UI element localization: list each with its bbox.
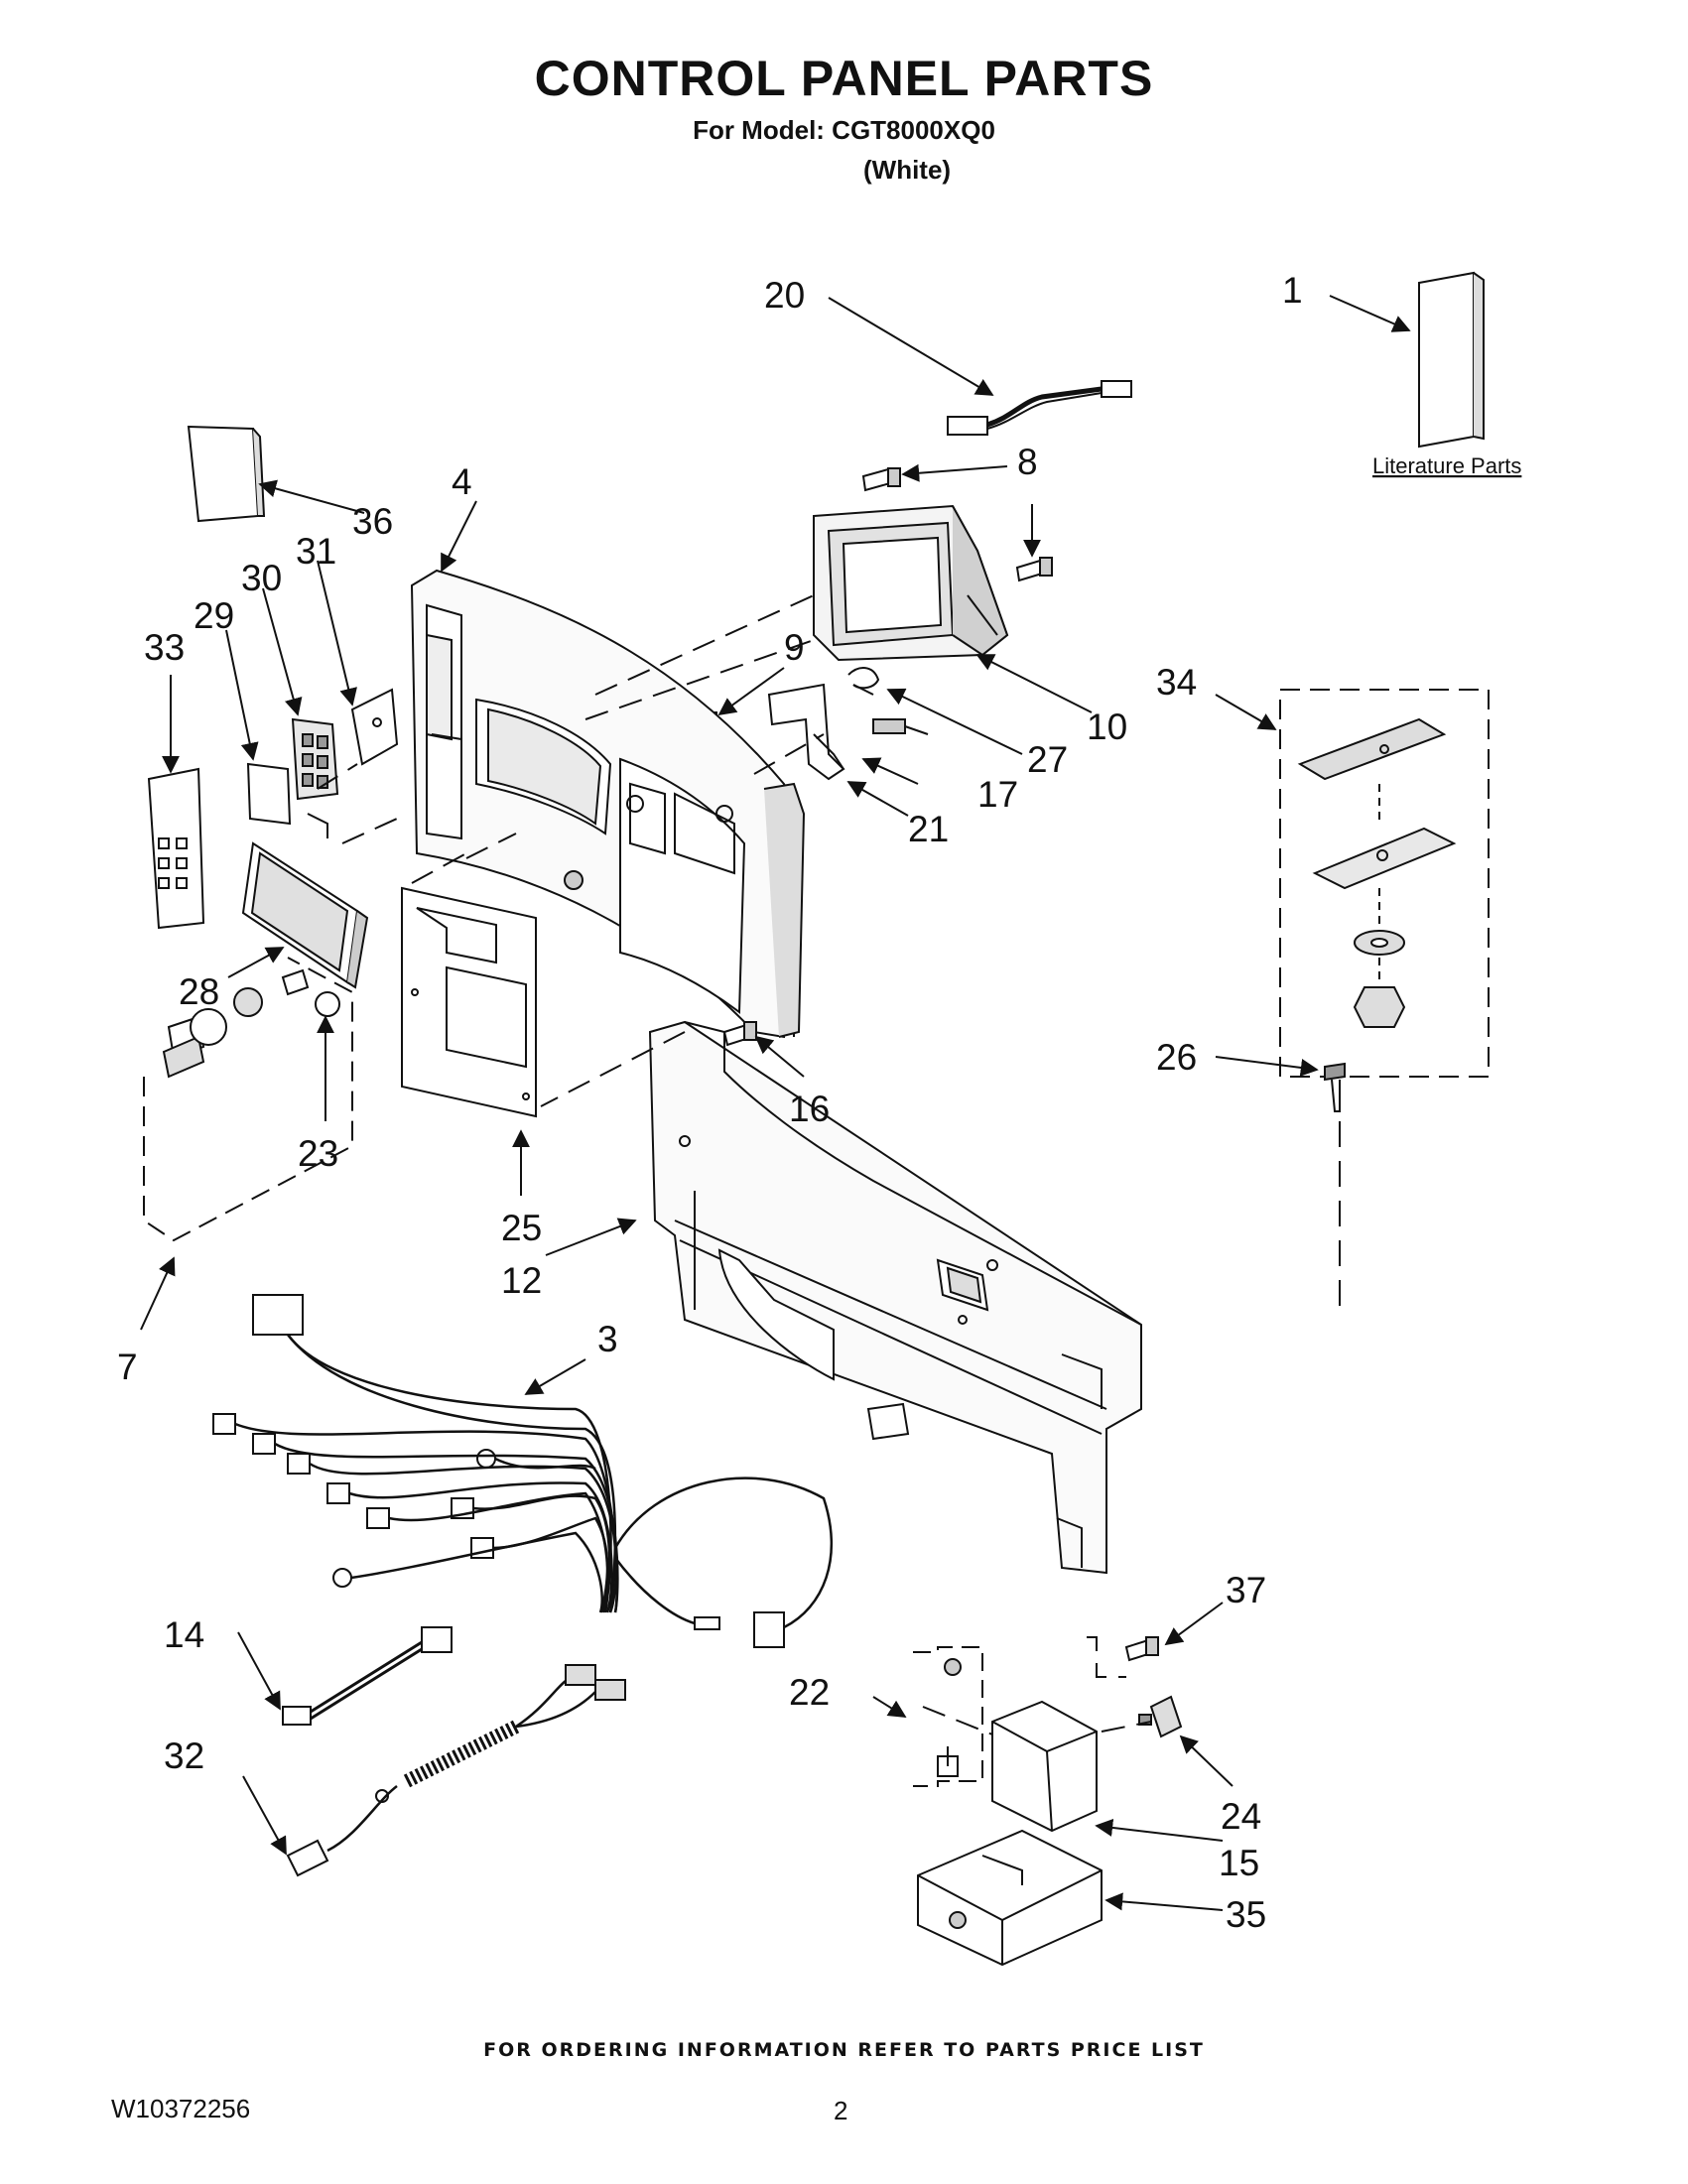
callout-29: 29 <box>194 595 234 636</box>
callout-9: 9 <box>784 627 805 668</box>
bracket-15-part <box>991 1700 1098 1833</box>
keypad-stack-parts <box>147 688 399 930</box>
page-number: 2 <box>834 2096 848 2125</box>
screw-16-part <box>722 1021 757 1047</box>
callout-14: 14 <box>164 1614 204 1655</box>
callout-4: 4 <box>452 461 472 502</box>
callout-21: 21 <box>908 809 949 849</box>
callout-35: 35 <box>1226 1894 1266 1935</box>
main-wire-harness-3-part <box>212 1294 833 1648</box>
callout-26: 26 <box>1156 1037 1197 1078</box>
callout-31: 31 <box>296 531 336 572</box>
callout-34: 34 <box>1156 662 1197 703</box>
wire-harness-20-part <box>947 380 1132 436</box>
callout-17: 17 <box>977 774 1018 815</box>
screw-37-part <box>1124 1636 1159 1662</box>
callout-20: 20 <box>764 275 805 316</box>
callout-12: 12 <box>501 1260 542 1301</box>
mounting-kit-dashed-outline <box>1279 689 1490 1078</box>
callout-8: 8 <box>1017 442 1038 482</box>
cover-36-part <box>187 425 266 523</box>
color-line: (White) <box>863 155 952 185</box>
callout-10: 10 <box>1087 707 1127 747</box>
display-28-part <box>241 841 369 989</box>
ordering-note: FOR ORDERING INFORMATION REFER TO PARTS … <box>483 2039 1205 2061</box>
shield-25-part <box>401 886 537 1118</box>
model-line: For Model: CGT8000XQ0 <box>693 115 995 145</box>
callout-3: 3 <box>597 1319 618 1359</box>
callout-27: 27 <box>1027 739 1068 780</box>
callout-24: 24 <box>1221 1796 1261 1837</box>
control-panel-bezel-4-part <box>410 569 806 1039</box>
callout-22: 22 <box>789 1672 830 1713</box>
lock-assembly-7-part <box>162 968 340 1079</box>
callout-30: 30 <box>241 558 282 598</box>
callout-1: 1 <box>1282 270 1303 311</box>
callout-23: 23 <box>298 1133 338 1174</box>
callout-28: 28 <box>179 971 219 1012</box>
jumper-harness-14-part <box>282 1626 453 1726</box>
callout-36: 36 <box>352 501 393 542</box>
kit-22-part <box>913 1646 983 1787</box>
literature-booklet-part <box>1418 271 1485 449</box>
mounting-kit-34-part <box>1297 717 1457 1028</box>
literature-parts-label: Literature Parts <box>1372 453 1521 478</box>
box-35-part <box>917 1829 1103 1967</box>
assembly-guide-lines <box>317 594 1152 1735</box>
screw-8-part <box>861 467 1053 582</box>
screw-26-part <box>1324 1062 1346 1112</box>
sensor-harness-32-part <box>286 1664 626 1877</box>
callout-37: 37 <box>1226 1570 1266 1610</box>
lock-kit-dashed-outline <box>143 957 353 1242</box>
control-board-10-part <box>813 504 1009 662</box>
console-frame-12-part <box>648 1020 1142 1575</box>
callout-32: 32 <box>164 1735 204 1776</box>
leader-arrows <box>140 295 1411 1911</box>
document-number: W10372256 <box>111 2094 251 2123</box>
callout-25: 25 <box>501 1208 542 1248</box>
callout-15: 15 <box>1219 1843 1259 1883</box>
page-title: CONTROL PANEL PARTS <box>534 51 1154 106</box>
callout-7: 7 <box>117 1347 138 1387</box>
callout-33: 33 <box>144 627 185 668</box>
switch-bracket-parts <box>767 667 929 781</box>
callout-16: 16 <box>789 1089 830 1129</box>
switch-24-part <box>1138 1695 1183 1738</box>
